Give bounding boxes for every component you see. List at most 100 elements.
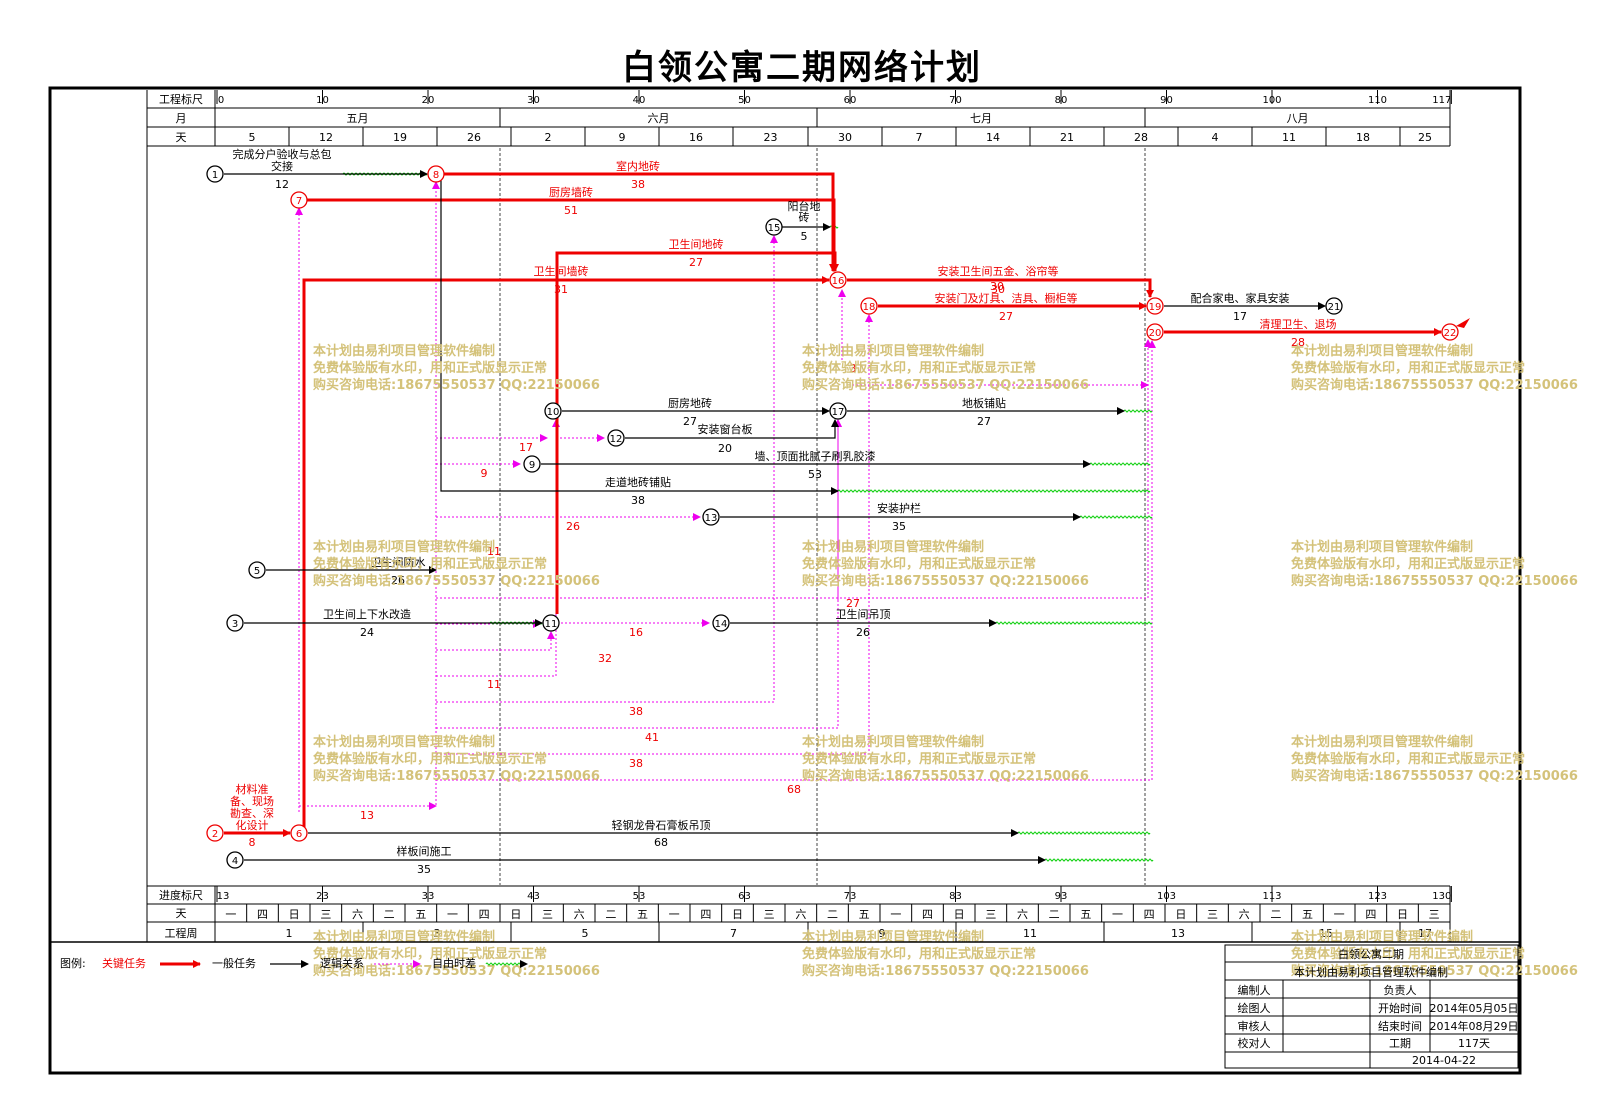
weekday-label: 二 [1270, 908, 1281, 921]
slack-wave [837, 489, 1151, 493]
legend-prefix: 图例: [60, 956, 86, 970]
node-number: 16 [832, 276, 845, 287]
node-circle [290, 824, 308, 842]
watermark-text: 本计划由易利项目管理软件编制 [802, 929, 984, 945]
day-label: 30 [838, 131, 852, 144]
slack-wave [1079, 515, 1153, 519]
weekday-label: 日 [732, 908, 743, 921]
node-number: 8 [433, 170, 439, 181]
week-label: 3 [434, 927, 441, 940]
weekday-label: 日 [289, 908, 300, 921]
weekday-label: 二 [384, 908, 395, 921]
watermark-text: 本计划由易利项目管理软件编制 [313, 929, 495, 945]
info-end-value: 2014年08月29日 [1430, 1019, 1519, 1033]
month-label: 六月 [648, 112, 670, 125]
day-label: 18 [1356, 131, 1370, 144]
watermark-text: 购买咨询电话:18675550537 QQ:22150066 [1291, 963, 1578, 979]
task-duration: 24 [360, 626, 374, 639]
watermark-text: 本计划由易利项目管理软件编制 [802, 734, 984, 750]
slack-wave [485, 962, 523, 966]
watermark-text: 免费体验版有水印，用和正式版显示正常 [1291, 360, 1525, 376]
progress-tick-label: 83 [949, 891, 962, 902]
task-name: 室内地砖 [616, 159, 660, 173]
logic-link-label: 13 [360, 809, 374, 822]
node-circle [544, 402, 562, 420]
logic-link-label: 11 [487, 545, 501, 558]
task-duration: 27 [999, 310, 1013, 323]
weekday-label: 一 [225, 908, 236, 921]
watermark-text: 购买咨询电话:18675550537 QQ:22150066 [802, 573, 1089, 589]
logic-link-label: 38 [629, 705, 643, 718]
weekday-label: 五 [1080, 908, 1091, 921]
task-name: 完成分户验收与总包 [233, 147, 332, 161]
watermark-text: 购买咨询电话:18675550537 QQ:22150066 [802, 377, 1089, 393]
progress-scale-label: 进度标尺 [159, 888, 203, 902]
task-arrow [302, 276, 830, 833]
info-project: 白领公寓二期 [1338, 947, 1404, 961]
task-name: 安装门及灯具、洁具、橱柜等 [935, 291, 1078, 305]
task-name: 阳台地 [788, 199, 821, 213]
watermark-text: 购买咨询电话:18675550537 QQ:22150066 [313, 963, 600, 979]
task-name: 卫生间上下水改造 [323, 607, 411, 621]
task-name: 化设计 [236, 818, 269, 832]
legend-logic-label: 逻辑关系 [320, 956, 364, 970]
month-label: 月 [176, 112, 187, 125]
week-label: 7 [730, 927, 737, 940]
weekday-label: 四 [700, 908, 711, 921]
watermark-text: 免费体验版有水印，用和正式版显示正常 [313, 751, 547, 767]
info-duration-label: 工期 [1389, 1037, 1411, 1050]
task-arrow [307, 198, 838, 272]
scale-tick-label: 100 [1262, 95, 1281, 106]
task-duration: 26 [391, 574, 405, 587]
weekday-label: 日 [954, 908, 965, 921]
node-circle [712, 614, 730, 632]
weekday-label: 一 [890, 908, 901, 921]
weekday-label: 三 [1207, 908, 1218, 921]
week-label: 17 [1418, 927, 1432, 940]
weekday-label: 一 [669, 908, 680, 921]
task-name: 厨房墙砖 [549, 185, 593, 199]
watermark-text: 本计划由易利项目管理软件编制 [802, 539, 984, 555]
task-duration: 38 [631, 178, 645, 191]
day-label: 天 [176, 131, 187, 144]
weekday-label: 一 [1334, 908, 1345, 921]
task-duration: 5 [801, 230, 808, 243]
task-duration: 28 [1291, 336, 1305, 349]
task-duration: 38 [631, 494, 645, 507]
task-name: 厨房地砖 [668, 396, 712, 410]
task-arrow [847, 278, 1154, 298]
weekday-label: 二 [827, 908, 838, 921]
scale-tick-label: 50 [738, 95, 751, 106]
task-name: 走道地砖铺贴 [605, 475, 671, 489]
scale-tick-label: 20 [422, 95, 435, 106]
week-label: 15 [1319, 927, 1333, 940]
info-start-label: 开始时间 [1378, 1001, 1422, 1015]
weekday-label: 三 [542, 908, 553, 921]
weekday-label: 日 [510, 908, 521, 921]
node-circle [702, 508, 720, 526]
watermark-text: 购买咨询电话:18675550537 QQ:22150066 [802, 963, 1089, 979]
progress-day-label: 天 [176, 907, 187, 920]
scale-tick-label: 117 [1432, 95, 1451, 106]
weekday-label: 三 [985, 908, 996, 921]
node-circle [765, 218, 783, 236]
logic-link-label: 41 [645, 731, 659, 744]
watermark-text: 购买咨询电话:18675550537 QQ:22150066 [1291, 768, 1578, 784]
weekday-label: 四 [479, 908, 490, 921]
task-name: 砖 [799, 210, 810, 224]
info-checker-label: 校对人 [1238, 1036, 1271, 1050]
logic-link-label: 30 [990, 280, 1004, 293]
info-drawer-label: 绘图人 [1238, 1001, 1271, 1015]
node-number: 21 [1328, 302, 1341, 313]
watermark-text: 本计划由易利项目管理软件编制 [1291, 929, 1473, 945]
logic-link [436, 339, 1152, 599]
watermark-text: 购买咨询电话:18675550537 QQ:22150066 [313, 768, 600, 784]
logic-link-label: 17 [519, 441, 533, 454]
watermark-text: 本计划由易利项目管理软件编制 [1291, 343, 1473, 359]
node-circle [226, 851, 244, 869]
task-arrow [625, 419, 839, 439]
info-software: 本计划由易利项目管理软件编制 [1294, 965, 1448, 979]
task-name: 安装卫生间五金、浴帘等 [938, 264, 1059, 278]
node-number: 1 [212, 170, 218, 181]
